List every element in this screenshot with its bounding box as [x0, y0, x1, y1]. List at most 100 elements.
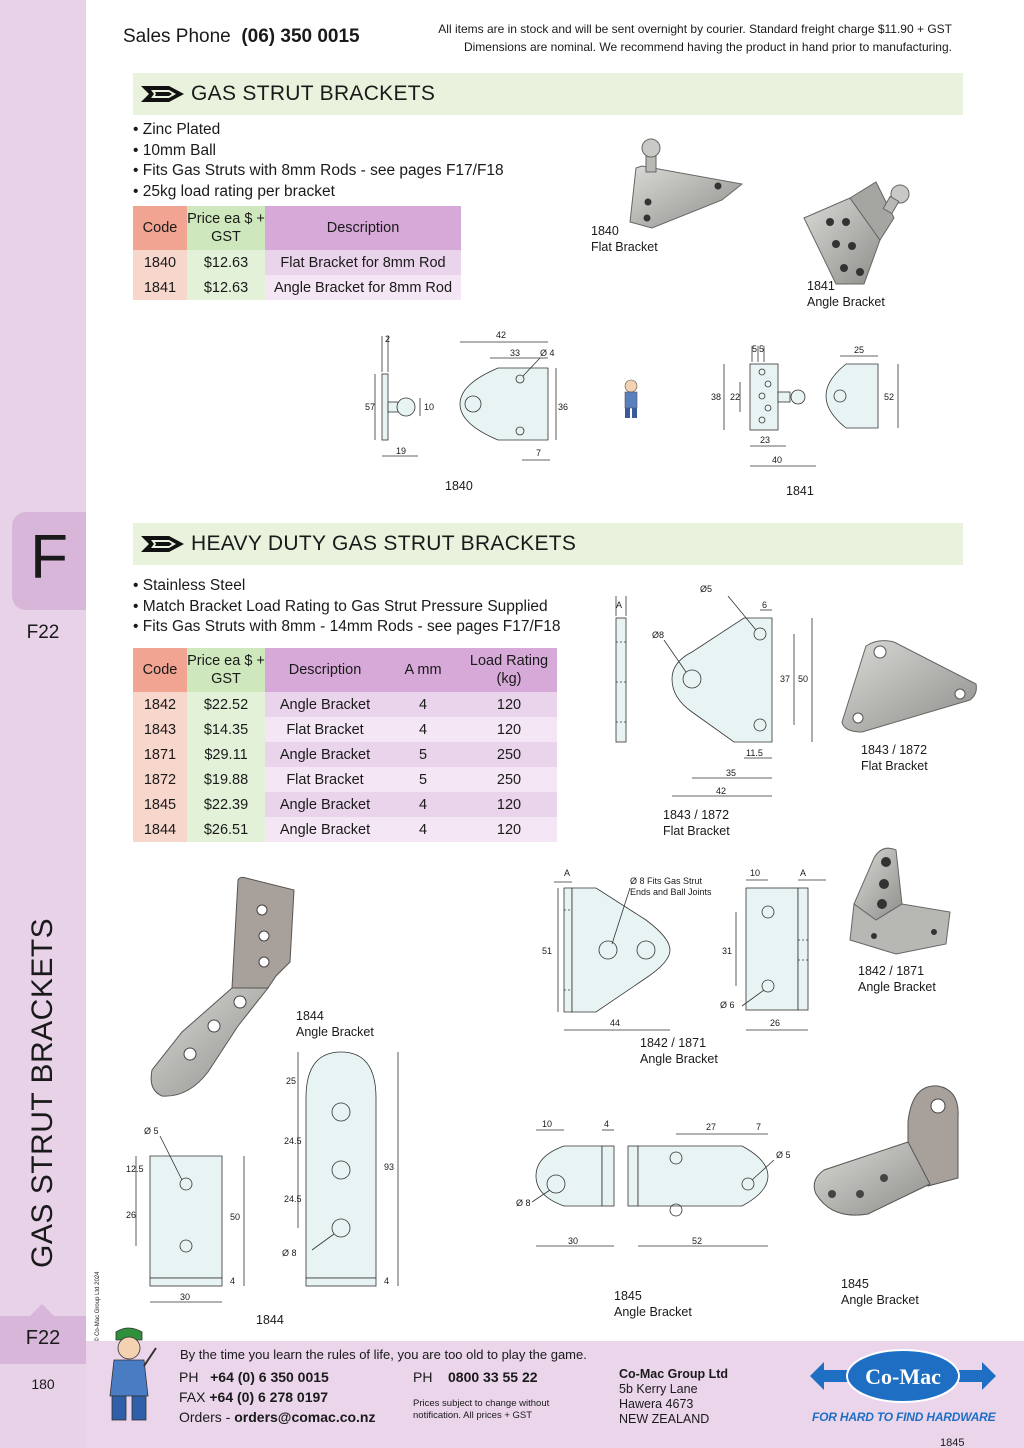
table-row[interactable]: 1872 $19.88 Flat Bracket 5 250: [133, 767, 557, 792]
address-line: 5b Kerry Lane: [619, 1382, 698, 1396]
product-load-rating: 250: [461, 742, 557, 767]
column-header: Price ea $ + GST: [187, 206, 265, 250]
fax-number[interactable]: +64 (0) 6 278 0197: [209, 1389, 329, 1405]
page-number: 180: [31, 1376, 55, 1392]
dim-label: Ø 8: [282, 1248, 297, 1258]
angle-bracket-photo: [803, 181, 910, 285]
footer-tagline: By the time you learn the rules of life,…: [180, 1347, 587, 1362]
dim-label: 42: [496, 330, 506, 340]
section-header-heavy-duty: HEAVY DUTY GAS STRUT BRACKETS: [133, 523, 963, 565]
table-row[interactable]: 1843 $14.35 Flat Bracket 4 120: [133, 717, 557, 742]
dim-label: 10: [542, 1119, 552, 1129]
table-row[interactable]: 1841 $12.63 Angle Bracket for 8mm Rod: [133, 275, 461, 300]
orders-email-link[interactable]: orders@comac.co.nz: [234, 1409, 376, 1425]
dim-label: 38: [711, 392, 721, 402]
header-note-line2: Dimensions are nominal. We recommend hav…: [463, 40, 952, 54]
drawing-label-1840: 1840: [445, 479, 473, 493]
caption-name: Angle Bracket: [296, 1025, 374, 1039]
dim-label: 4: [230, 1276, 235, 1286]
product-code: 1840: [133, 250, 187, 275]
product-a-mm: 4: [385, 792, 461, 817]
drawing-caption-1845: 1845 Angle Bracket: [614, 1288, 692, 1320]
dim-label: 36: [558, 402, 568, 412]
product-a-mm: 4: [385, 817, 461, 842]
price-table-heavy-duty: Code Price ea $ + GST Description A mm L…: [133, 648, 557, 842]
dim-label: 35: [726, 768, 736, 778]
drawing-label-1841: 1841: [786, 484, 814, 498]
comac-logo[interactable]: Co-Mac: [810, 1348, 996, 1404]
product-load-rating: 120: [461, 817, 557, 842]
dim-label: 7: [536, 448, 541, 458]
company-address: Co-Mac Group Ltd 5b Kerry Lane Hawera 46…: [619, 1367, 728, 1427]
section-tab[interactable]: F: [12, 512, 86, 610]
technical-drawing-angle: A Ø 8 Fits Gas Strut Ends and Ball Joint…: [542, 868, 826, 1031]
dim-label: 50: [230, 1212, 240, 1222]
column-header: A mm: [385, 648, 461, 692]
product-description: Flat Bracket: [265, 767, 385, 792]
dim-label: Ends and Ball Joints: [630, 887, 712, 897]
table-row[interactable]: 1871 $29.11 Angle Bracket 5 250: [133, 742, 557, 767]
table-row[interactable]: 1842 $22.52 Angle Bracket 4 120: [133, 692, 557, 717]
header-note: All items are in stock and will be sent …: [352, 20, 952, 56]
sales-phone-number[interactable]: (06) 350 0015: [241, 26, 360, 47]
dim-label: 4: [384, 1276, 389, 1286]
caption-name: Flat Bracket: [591, 240, 658, 254]
dim-label: 51: [542, 946, 552, 956]
product-description: Flat Bracket: [265, 717, 385, 742]
drawing-caption-angle: 1842 / 1871 Angle Bracket: [640, 1035, 718, 1067]
table-row[interactable]: 1844 $26.51 Angle Bracket 4 120: [133, 817, 557, 842]
caption-name: Angle Bracket: [841, 1293, 919, 1307]
product-description: Angle Bracket: [265, 792, 385, 817]
caption-name: Angle Bracket: [858, 980, 936, 994]
logo-tagline: FOR HARD TO FIND HARDWARE: [812, 1410, 996, 1424]
feature-item: 10mm Ball: [133, 141, 504, 162]
dim-label: Ø 8: [516, 1198, 531, 1208]
product-load-rating: 250: [461, 767, 557, 792]
dim-label: 50: [798, 674, 808, 684]
phone-number[interactable]: +64 (0) 6 350 0015: [210, 1369, 329, 1385]
dim-label: 10: [750, 868, 760, 878]
technical-drawing-1844: Ø 5 12.5 26 50 4 30 25 24.5 24.5 93 Ø 8 …: [126, 1051, 399, 1303]
arrow-icon: [141, 536, 184, 552]
product-code: 1841: [133, 275, 187, 300]
contact-block: PH +64 (0) 6 350 0015 FAX +64 (0) 6 278 …: [179, 1367, 376, 1427]
product-code: 1842: [133, 692, 187, 717]
angle-bracket-photo-heavy: [849, 847, 951, 955]
caption-name: Flat Bracket: [663, 824, 730, 838]
dim-label: Ø 6: [720, 1000, 735, 1010]
product-price: $22.52: [187, 692, 265, 717]
table-row[interactable]: 1845 $22.39 Angle Bracket 4 120: [133, 792, 557, 817]
dim-label: 52: [692, 1236, 702, 1246]
column-header: Code: [133, 648, 187, 692]
product-load-rating: 120: [461, 792, 557, 817]
product-code: 1844: [133, 817, 187, 842]
flat-bracket-photo-heavy: [841, 640, 977, 733]
section-code: F22: [26, 622, 60, 643]
feature-item: Match Bracket Load Rating to Gas Strut P…: [133, 597, 561, 618]
product-code: 1845: [133, 792, 187, 817]
feature-item: Fits Gas Struts with 8mm Rods - see page…: [133, 161, 504, 182]
dim-label: Ø 8 Fits Gas Strut: [630, 876, 703, 886]
dim-label: 93: [384, 1162, 394, 1172]
dim-label: 7: [756, 1122, 761, 1132]
product-a-mm: 4: [385, 717, 461, 742]
caption-name: Flat Bracket: [861, 759, 928, 773]
dim-label: 5: [752, 344, 757, 354]
dim-label: 42: [716, 786, 726, 796]
mascot-icon: [624, 379, 638, 418]
section-tab-letter: F: [30, 523, 68, 592]
product-price: $14.35: [187, 717, 265, 742]
dim-label: 24.5: [284, 1136, 302, 1146]
vertical-section-title: GAS STRUT BRACKETS: [26, 917, 59, 1268]
dim-label: 40: [772, 455, 782, 465]
freephone-number[interactable]: 0800 33 55 22: [448, 1369, 538, 1385]
caption-code: 1843 / 1872: [861, 743, 928, 757]
dim-label: 6: [762, 600, 767, 610]
table-row[interactable]: 1840 $12.63 Flat Bracket for 8mm Rod: [133, 250, 461, 275]
photo-caption-1841: 1841 Angle Bracket: [807, 278, 885, 310]
dim-label: 27: [706, 1122, 716, 1132]
technical-drawing-1841: 5 5 25 38 22 52 23 40: [711, 344, 899, 467]
arrow-icon: [141, 86, 184, 102]
product-price: $22.39: [187, 792, 265, 817]
dim-label: 22: [730, 392, 740, 402]
